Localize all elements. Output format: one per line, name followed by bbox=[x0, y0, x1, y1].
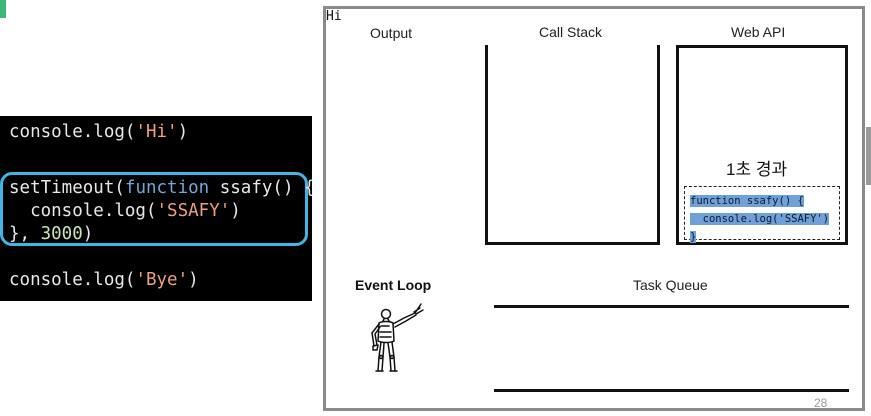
call-stack-label: Call Stack bbox=[539, 24, 603, 40]
code-line: console.log('Hi') bbox=[9, 121, 188, 144]
code-line: console.log('Bye') bbox=[9, 269, 199, 292]
code-token: setTimeout( bbox=[9, 178, 125, 198]
accent-mark bbox=[0, 0, 6, 18]
call-stack-box bbox=[485, 45, 660, 245]
output-label: Output bbox=[370, 25, 413, 41]
code-token: }, bbox=[9, 224, 41, 244]
pointing-figure-icon bbox=[371, 303, 424, 372]
web-api-label: Web API bbox=[731, 24, 786, 40]
task-queue-top-line bbox=[494, 305, 849, 308]
callback-code-line: console.log('SSAFY') bbox=[690, 213, 830, 225]
code-block: console.log('Hi')setTimeout(function ssa… bbox=[0, 116, 315, 301]
output-value: Hi bbox=[326, 9, 342, 24]
callback-code-line: function ssafy() { bbox=[690, 195, 804, 207]
code-line: }, 3000) bbox=[9, 223, 93, 246]
side-tab bbox=[866, 127, 871, 185]
code-line: console.log('SSAFY') bbox=[9, 200, 241, 223]
code-token: console.log( bbox=[9, 270, 136, 290]
code-token: 3000 bbox=[40, 224, 83, 244]
code-token: console.log( bbox=[9, 122, 136, 142]
task-queue-label: Task Queue bbox=[633, 277, 708, 293]
code-token: 'SSAFY' bbox=[156, 201, 231, 221]
code-line: setTimeout(function ssafy() { bbox=[9, 177, 315, 200]
event-loop-diagram: Output Hi Call Stack Web API 1초 경과 funct… bbox=[323, 6, 865, 411]
web-api-box: 1초 경과 function ssafy() { console.log('SS… bbox=[676, 45, 848, 245]
task-queue-bottom-line bbox=[494, 389, 849, 392]
callback-code-line: } bbox=[690, 231, 697, 243]
code-token: function bbox=[124, 178, 210, 198]
event-loop-label: Event Loop bbox=[355, 277, 432, 293]
code-highlight-box bbox=[0, 172, 308, 246]
timer-callback-box: function ssafy() { console.log('SSAFY') … bbox=[684, 186, 840, 243]
code-token: 'Hi' bbox=[135, 122, 178, 142]
code-token: ) bbox=[188, 270, 199, 290]
code-token: ssafy() { bbox=[209, 178, 315, 198]
page-number: 28 bbox=[814, 396, 828, 410]
code-token: 'Bye' bbox=[135, 270, 189, 290]
code-token: ) bbox=[230, 201, 241, 221]
code-token: ) bbox=[177, 122, 189, 142]
code-token: ) bbox=[82, 224, 94, 244]
elapsed-time-text: 1초 경과 bbox=[726, 160, 788, 179]
code-token: console.log( bbox=[9, 201, 157, 221]
